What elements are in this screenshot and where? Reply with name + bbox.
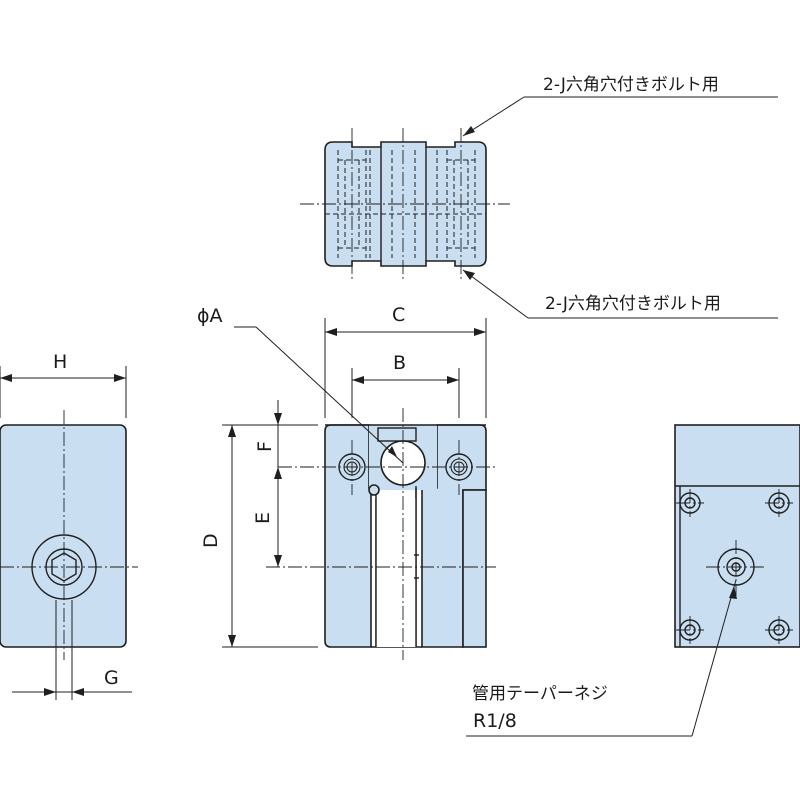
left-side-view: H G xyxy=(0,351,138,700)
screw-icon-bottom-left xyxy=(676,616,704,644)
dim-label-c: C xyxy=(392,304,405,326)
top-view-hidden-bolt-right xyxy=(414,150,476,258)
front-view-block-left xyxy=(324,424,372,648)
screw-icon-bottom-right xyxy=(765,616,793,644)
taper-thread-note: 管用テーパーネジ xyxy=(472,684,608,704)
dim-label-d: D xyxy=(200,533,222,548)
front-view: C B ϕA D F E xyxy=(197,304,496,660)
bolt-note-top: 2-J六角穴付きボルト用 xyxy=(543,75,719,95)
screw-icon-top-left xyxy=(676,489,704,517)
left-view-body xyxy=(0,424,127,648)
dim-label-phi-a: ϕA xyxy=(197,305,223,327)
bolt-note-bottom: 2-J六角穴付きボルト用 xyxy=(545,294,721,314)
screw-icon-top-right xyxy=(765,489,793,517)
top-view: 2-J六角穴付きボルト用 2-J六角穴付きボルト用 xyxy=(300,75,778,319)
front-view-strip xyxy=(462,489,487,648)
dim-label-g: G xyxy=(104,667,119,689)
right-view-body xyxy=(674,424,800,648)
taper-thread-size: R1/8 xyxy=(473,710,517,732)
right-side-view: 管用テーパーネジ R1/8 xyxy=(466,424,800,737)
dim-label-h: H xyxy=(53,351,67,373)
dim-label-e: E xyxy=(252,512,274,524)
dim-label-f: F xyxy=(254,441,276,452)
dim-label-b: B xyxy=(393,352,406,374)
